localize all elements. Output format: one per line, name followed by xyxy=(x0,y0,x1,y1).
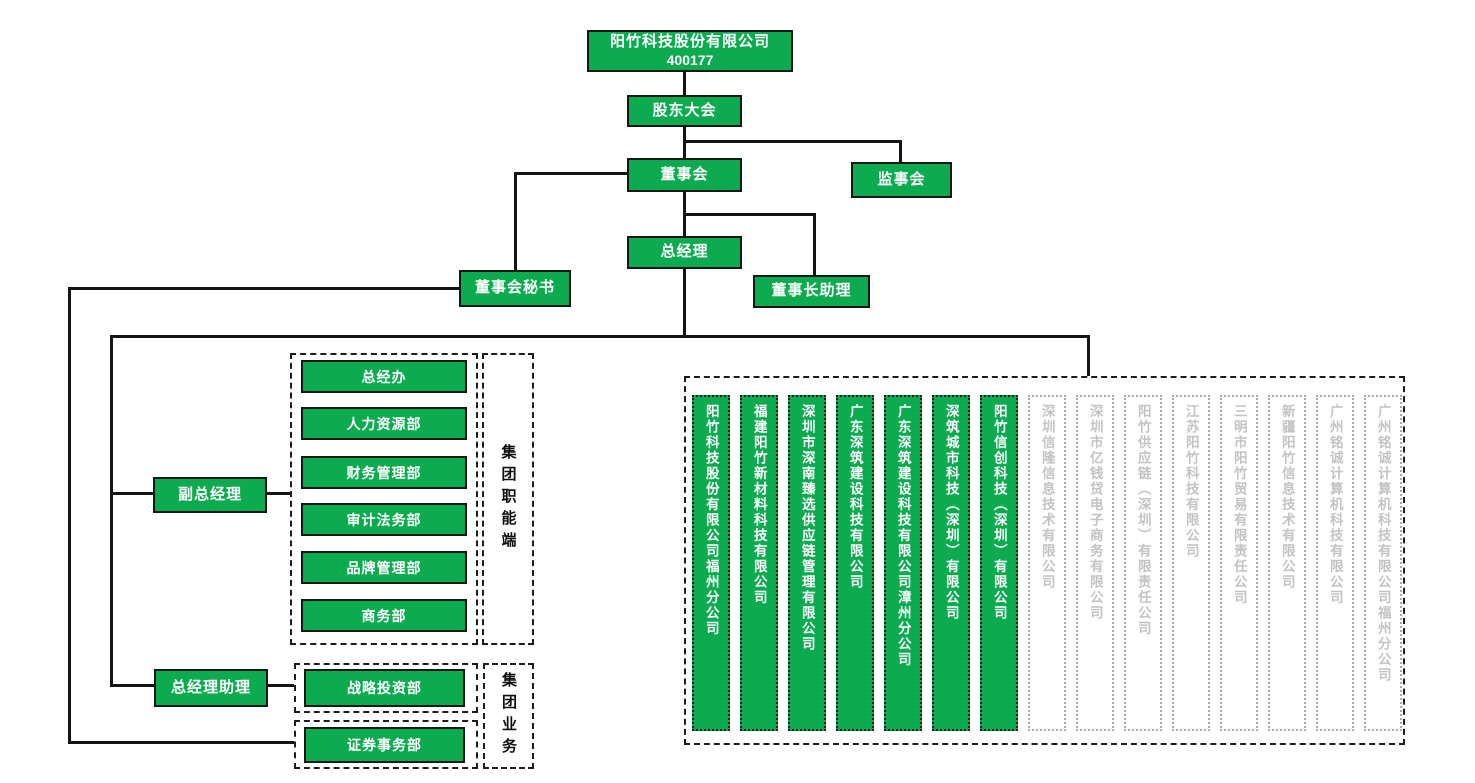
dept-label: 品牌管理部 xyxy=(346,559,422,576)
node-gm-assistant[interactable]: 总经理助理 xyxy=(154,669,268,707)
dept-general-manager-office[interactable]: 总经办 xyxy=(301,360,467,393)
business-group-label: 集团业务 xyxy=(483,663,534,769)
subsidiary-name: 深圳市亿钱贷电子商务有限公司 xyxy=(1087,404,1103,621)
function-departments-frame xyxy=(290,353,478,645)
subsidiary-box[interactable]: 阳竹科技股份有限公司福州分公司 xyxy=(692,395,730,731)
node-label: 副总经理 xyxy=(177,485,242,503)
connector-line xyxy=(68,287,460,290)
subsidiary-name: 三明市阳竹贸易有限责任公司 xyxy=(1231,404,1247,606)
subsidiary-name: 福建阳竹新材料科技有限公司 xyxy=(751,404,767,606)
subsidiary-name: 广州铭诚计算机科技有限公司福州分公司 xyxy=(1375,404,1391,683)
subsidiary-box[interactable]: 三明市阳竹贸易有限责任公司 xyxy=(1220,395,1258,731)
subsidiary-name: 阳竹信创科技（深圳）有限公司 xyxy=(991,404,1007,621)
dept-strategic-investment[interactable]: 战略投资部 xyxy=(304,669,465,707)
subsidiary-name: 阳竹科技股份有限公司福州分公司 xyxy=(703,404,719,637)
subsidiary-name: 江苏阳竹科技有限公司 xyxy=(1183,404,1199,559)
node-shareholders-meeting[interactable]: 股东大会 xyxy=(627,95,742,127)
node-general-manager[interactable]: 总经理 xyxy=(627,236,742,269)
connector-line xyxy=(683,267,686,337)
subsidiary-box[interactable]: 广州铭诚计算机科技有限公司 xyxy=(1316,395,1354,731)
subsidiary-name: 深圳信隆信息技术有限公司 xyxy=(1039,404,1055,590)
subsidiary-name: 广东深筑建设科技有限公司 xyxy=(847,404,863,590)
subsidiary-name: 广东深筑建设科技有限公司漳州分公司 xyxy=(895,404,911,668)
dept-securities-affairs[interactable]: 证券事务部 xyxy=(304,727,465,763)
node-label: 总经理 xyxy=(660,243,709,261)
subsidiary-box[interactable]: 广东深筑建设科技有限公司漳州分公司 xyxy=(884,395,922,731)
node-root-company[interactable]: 阳竹科技股份有限公司 400177 xyxy=(587,30,793,72)
dept-label: 证券事务部 xyxy=(347,737,422,753)
connector-line xyxy=(110,492,155,495)
node-label: 董事会 xyxy=(660,165,709,183)
subsidiary-box[interactable]: 新疆阳竹信息技术有限公司 xyxy=(1268,395,1306,731)
connector-line xyxy=(813,213,816,277)
dept-label: 人力资源部 xyxy=(346,415,422,432)
subsidiary-box[interactable]: 阳竹供应链（深圳）有限责任公司 xyxy=(1124,395,1162,731)
node-label: 董事会秘书 xyxy=(474,279,555,297)
connector-line xyxy=(110,684,156,687)
dept-label: 审计法务部 xyxy=(346,511,422,528)
dept-label: 财务管理部 xyxy=(346,464,422,481)
dept-human-resources[interactable]: 人力资源部 xyxy=(301,407,467,440)
subsidiary-name: 深筑城市科技（深圳）有限公司 xyxy=(943,404,959,621)
dept-audit-legal[interactable]: 审计法务部 xyxy=(301,503,467,536)
node-deputy-general-manager[interactable]: 副总经理 xyxy=(153,477,267,513)
subsidiary-box[interactable]: 江苏阳竹科技有限公司 xyxy=(1172,395,1210,731)
subsidiary-box[interactable]: 阳竹信创科技（深圳）有限公司 xyxy=(980,395,1018,731)
root-company-name: 阳竹科技股份有限公司 xyxy=(609,32,770,50)
connector-line xyxy=(899,140,902,164)
connector-line xyxy=(68,741,294,744)
connector-line xyxy=(68,287,71,744)
function-group-label: 集团职能端 xyxy=(482,353,534,645)
subsidiary-box[interactable]: 深圳信隆信息技术有限公司 xyxy=(1028,395,1066,731)
group-label-text: 集团职能端 xyxy=(499,444,517,554)
subsidiary-name: 新疆阳竹信息技术有限公司 xyxy=(1279,404,1295,590)
subsidiary-box[interactable]: 广州铭诚计算机科技有限公司福州分公司 xyxy=(1364,395,1402,731)
dept-brand-management[interactable]: 品牌管理部 xyxy=(301,551,467,584)
subsidiary-box[interactable]: 广东深筑建设科技有限公司 xyxy=(836,395,874,731)
dept-label: 战略投资部 xyxy=(347,680,422,696)
group-label-text: 集团业务 xyxy=(500,672,517,760)
connector-line xyxy=(267,684,294,687)
subsidiary-box[interactable]: 深筑城市科技（深圳）有限公司 xyxy=(932,395,970,731)
connector-line xyxy=(514,172,629,175)
node-label: 监事会 xyxy=(877,170,926,188)
connector-line xyxy=(514,172,517,272)
root-company-code: 400177 xyxy=(666,51,714,68)
node-label: 总经理助理 xyxy=(170,678,251,696)
dept-label: 总经办 xyxy=(361,368,407,385)
subsidiary-box[interactable]: 福建阳竹新材料科技有限公司 xyxy=(740,395,778,731)
node-chairman-assistant[interactable]: 董事长助理 xyxy=(753,275,870,308)
connector-line xyxy=(266,492,292,495)
connector-line xyxy=(683,140,902,143)
node-label: 董事长助理 xyxy=(771,282,852,300)
connector-line xyxy=(110,335,1090,338)
subsidiary-box[interactable]: 深圳市亿钱贷电子商务有限公司 xyxy=(1076,395,1114,731)
subsidiary-name: 广州铭诚计算机科技有限公司 xyxy=(1327,404,1343,606)
connector-line xyxy=(685,213,816,216)
dept-business[interactable]: 商务部 xyxy=(301,599,467,632)
connector-line xyxy=(683,70,686,97)
node-label: 股东大会 xyxy=(652,101,717,119)
connector-line xyxy=(110,335,113,687)
subsidiary-name: 深圳市深南臻选供应链管理有限公司 xyxy=(799,404,815,652)
dept-finance-management[interactable]: 财务管理部 xyxy=(301,456,467,489)
node-board-of-directors[interactable]: 董事会 xyxy=(627,158,742,192)
connector-line xyxy=(1087,335,1090,378)
dept-label: 商务部 xyxy=(361,607,407,624)
node-board-secretary[interactable]: 董事会秘书 xyxy=(459,270,571,307)
node-supervisory-board[interactable]: 监事会 xyxy=(851,162,952,198)
subsidiary-name: 阳竹供应链（深圳）有限责任公司 xyxy=(1135,404,1151,637)
subsidiary-box[interactable]: 深圳市深南臻选供应链管理有限公司 xyxy=(788,395,826,731)
connector-line xyxy=(683,190,686,238)
